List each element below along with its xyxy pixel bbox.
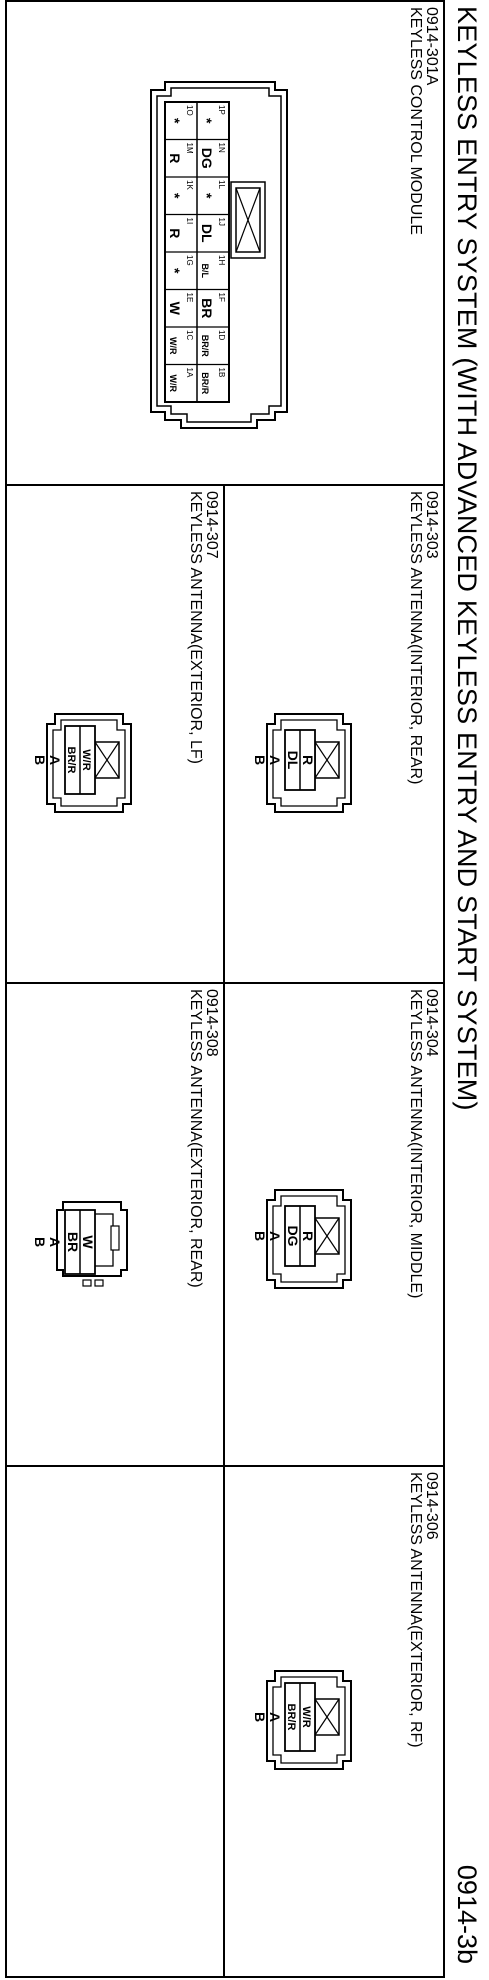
pin-b-wire: BR/R	[65, 747, 77, 774]
connector-cell-306: 0914-306 KEYLESS ANTENNA(EXTERIOR, RF) W…	[225, 1467, 443, 1978]
pin-wire-color: W/R	[168, 375, 178, 393]
antenna-connector-308: W BR A B	[32, 1201, 128, 1287]
pin-b-label: B	[252, 1712, 268, 1722]
pin-wire-color: BR	[199, 298, 215, 318]
pin-wire-color: *	[167, 193, 183, 199]
pin-number: 1L	[217, 180, 226, 189]
pin-b-label: B	[32, 1237, 48, 1247]
pin-a-label: A	[267, 1231, 283, 1241]
control-module-connector: 1P*1NDG1L*1JDL1HB/L1FBR1DBR/R1BBR/R1O*1M…	[150, 81, 288, 429]
antenna-connector-304: R DG A B	[252, 1189, 352, 1289]
antenna-connector-307: W/R BR/R A B	[32, 713, 132, 813]
pin-number: 1E	[185, 293, 194, 303]
pin-wire-color: W	[167, 302, 183, 316]
pin-a-wire: R	[300, 755, 316, 765]
pin-b-wire: BR/R	[285, 1704, 297, 1731]
pin-wire-color: BR/R	[200, 372, 210, 394]
pin-a-label: A	[267, 755, 283, 765]
pin-b-wire: DL	[285, 751, 301, 770]
antenna-connector-303: R DL A B	[252, 713, 352, 813]
pin-number: 1B	[217, 368, 226, 378]
connector-cell-303: 0914-303 KEYLESS ANTENNA(INTERIOR, REAR)…	[225, 486, 443, 982]
pin-number: 1I	[185, 218, 194, 225]
pin-a-wire: W/R	[300, 1706, 312, 1727]
pin-a-label: A	[267, 1712, 283, 1722]
pin-number: 1A	[185, 368, 194, 378]
pin-number: 1K	[185, 180, 194, 190]
pin-wire-color: DG	[199, 148, 215, 169]
pin-grid-301a: 1P*1NDG1L*1JDL1HB/L1FBR1DBR/R1BBR/R1O*1M…	[165, 105, 229, 395]
pin-wire-color: DL	[199, 224, 215, 243]
pin-a-label: A	[47, 755, 63, 765]
pin-number: 1D	[217, 330, 226, 340]
pin-wire-color: R	[167, 153, 183, 163]
page-id: 0914-3b	[452, 1864, 482, 1964]
pin-number: 1O	[185, 105, 194, 116]
pin-number: 1P	[217, 105, 226, 115]
pin-number: 1G	[185, 255, 194, 266]
connector-cell-304: 0914-304 KEYLESS ANTENNA(INTERIOR, MIDDL…	[225, 984, 443, 1465]
pin-wire-color: W/R	[168, 337, 178, 355]
pin-b-label: B	[252, 755, 268, 765]
pin-a-wire: R	[300, 1231, 316, 1241]
pin-b-wire: BR	[65, 1232, 81, 1252]
pin-number: 1C	[185, 330, 194, 340]
connector-cell-308: 0914-308 KEYLESS ANTENNA(EXTERIOR, REAR)…	[7, 984, 223, 1465]
pin-wire-color: B/L	[200, 264, 210, 279]
pin-wire-color: *	[199, 118, 215, 124]
pin-wire-color: BR/R	[200, 335, 210, 357]
pin-b-wire: DG	[285, 1226, 301, 1247]
pin-wire-color: *	[199, 193, 215, 199]
pin-a-wire: W/R	[80, 749, 92, 770]
pin-a-label: A	[47, 1237, 63, 1247]
pin-wire-color: R	[167, 228, 183, 238]
pin-number: 1H	[217, 255, 226, 265]
pin-a-wire: W	[80, 1235, 96, 1249]
pin-wire-color: *	[167, 268, 183, 274]
pin-number: 1F	[217, 293, 226, 302]
antenna-connector-306: W/R BR/R A B	[252, 1670, 352, 1770]
pin-number: 1M	[185, 143, 194, 154]
pin-number: 1N	[217, 143, 226, 153]
connector-cell-307: 0914-307 KEYLESS ANTENNA(EXTERIOR, LF) W…	[7, 486, 223, 982]
pin-b-label: B	[32, 755, 48, 765]
pin-number: 1J	[217, 218, 226, 226]
page-title: KEYLESS ENTRY SYSTEM (WITH ADVANCED KEYL…	[452, 6, 482, 1111]
pin-b-label: B	[252, 1231, 268, 1241]
pin-wire-color: *	[167, 118, 183, 124]
